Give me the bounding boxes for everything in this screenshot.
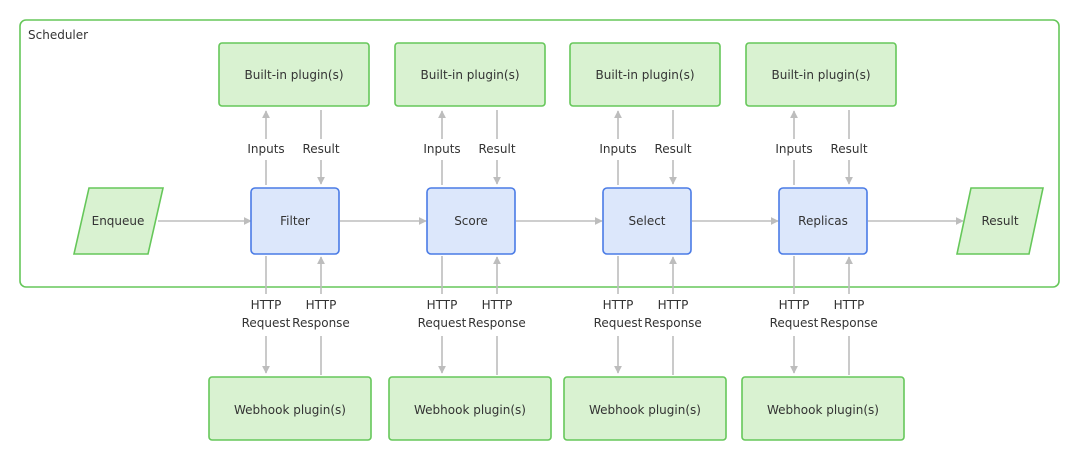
result-label: Result [478,142,515,156]
response-label-line2: Response [820,316,878,330]
request-label-line1: HTTP [603,298,634,312]
builtin-plugin-label: Built-in plugin(s) [420,68,519,82]
response-label-line1: HTTP [658,298,689,312]
builtin-plugin-label: Built-in plugin(s) [771,68,870,82]
builtin-plugin-box [745,42,897,107]
stage-box-filter [250,187,340,255]
response-label-line1: HTTP [306,298,337,312]
inputs-label: Inputs [775,142,812,156]
builtin-plugin-box [569,42,721,107]
response-label-line2: Response [292,316,350,330]
inputs-label: Inputs [599,142,636,156]
request-label-line1: HTTP [427,298,458,312]
request-label-line2: Request [242,316,291,330]
result-label: Result [830,142,867,156]
webhook-plugin-label: Webhook plugin(s) [234,403,346,417]
inputs-label: Inputs [247,142,284,156]
stage-label: Select [628,214,665,228]
stage-label: Filter [280,214,310,228]
webhook-plugin-box [208,376,372,441]
result-node [956,187,1044,255]
response-label-line1: HTTP [482,298,513,312]
request-label-line1: HTTP [251,298,282,312]
stage-box-select [602,187,692,255]
webhook-plugin-box [741,376,905,441]
builtin-plugin-box [218,42,370,107]
result-label: Result [302,142,339,156]
scheduler-title: Scheduler [28,28,88,42]
stage-label: Score [454,214,488,228]
request-label-line2: Request [594,316,643,330]
stage-box-score [426,187,516,255]
response-label-line1: HTTP [834,298,865,312]
result-label: Result [654,142,691,156]
builtin-plugin-label: Built-in plugin(s) [595,68,694,82]
webhook-plugin-box [563,376,727,441]
response-label-line2: Response [468,316,526,330]
response-label-line2: Response [644,316,702,330]
webhook-plugin-label: Webhook plugin(s) [589,403,701,417]
builtin-plugin-label: Built-in plugin(s) [244,68,343,82]
stage-box-replicas [778,187,868,255]
request-label-line2: Request [770,316,819,330]
webhook-plugin-label: Webhook plugin(s) [767,403,879,417]
enqueue-node [72,187,165,255]
inputs-label: Inputs [423,142,460,156]
webhook-plugin-box [388,376,552,441]
enqueue-label: Enqueue [92,214,145,228]
stage-label: Replicas [798,214,848,228]
result-label: Result [981,214,1018,228]
request-label-line1: HTTP [779,298,810,312]
webhook-plugin-label: Webhook plugin(s) [414,403,526,417]
request-label-line2: Request [418,316,467,330]
builtin-plugin-box [394,42,546,107]
